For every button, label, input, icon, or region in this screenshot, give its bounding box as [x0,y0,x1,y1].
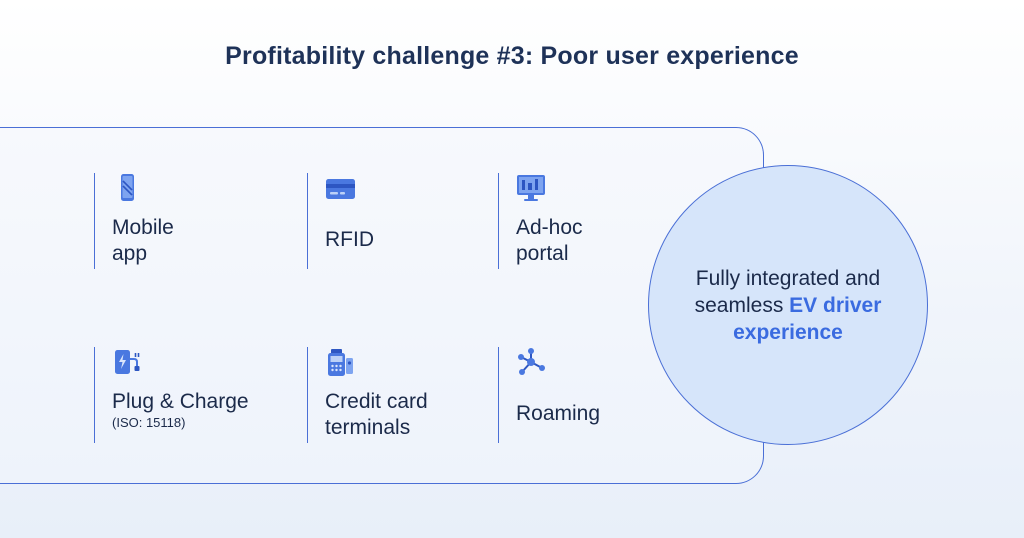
item-label-line1: Mobile [112,216,174,239]
item-label-line2: app [112,242,148,265]
item-label-line2: portal [516,242,569,265]
item-credit-card-terminals: Credit card terminals [307,347,428,443]
rfid-card-icon [326,179,355,199]
item-label-line1: Roaming [516,402,601,425]
item-label-line1: Plug & Charge [112,390,249,413]
item-label-line1: RFID [325,228,374,251]
item-mobile-app: Mobile app [94,173,174,269]
circle-text-accent: EV driver experience [733,293,882,344]
network-nodes-icon [518,348,545,375]
item-label-line2: terminals [325,416,411,439]
item-plug-and-charge: Plug & Charge (ISO: 15118) [94,347,249,443]
item-label-line1: Ad-hoc [516,216,583,239]
mobile-phone-icon [121,174,134,201]
circle-text-plain: Fully integrated and seamless [694,266,881,317]
page-title: Profitability challenge #3: Poor user ex… [225,42,799,70]
card-terminal-icon [328,349,353,376]
item-label-line1: Credit card [325,390,428,413]
web-portal-icon [517,175,545,201]
item-roaming: Roaming [498,347,600,443]
item-adhoc-portal: Ad-hoc portal [498,173,583,269]
circle-text: Fully integrated and seamless EV driver … [668,265,908,346]
item-rfid: RFID [307,173,374,269]
ev-experience-circle: Fully integrated and seamless EV driver … [648,165,928,445]
charging-station-icon [115,350,140,374]
item-sublabel: (ISO: 15118) [112,415,186,430]
